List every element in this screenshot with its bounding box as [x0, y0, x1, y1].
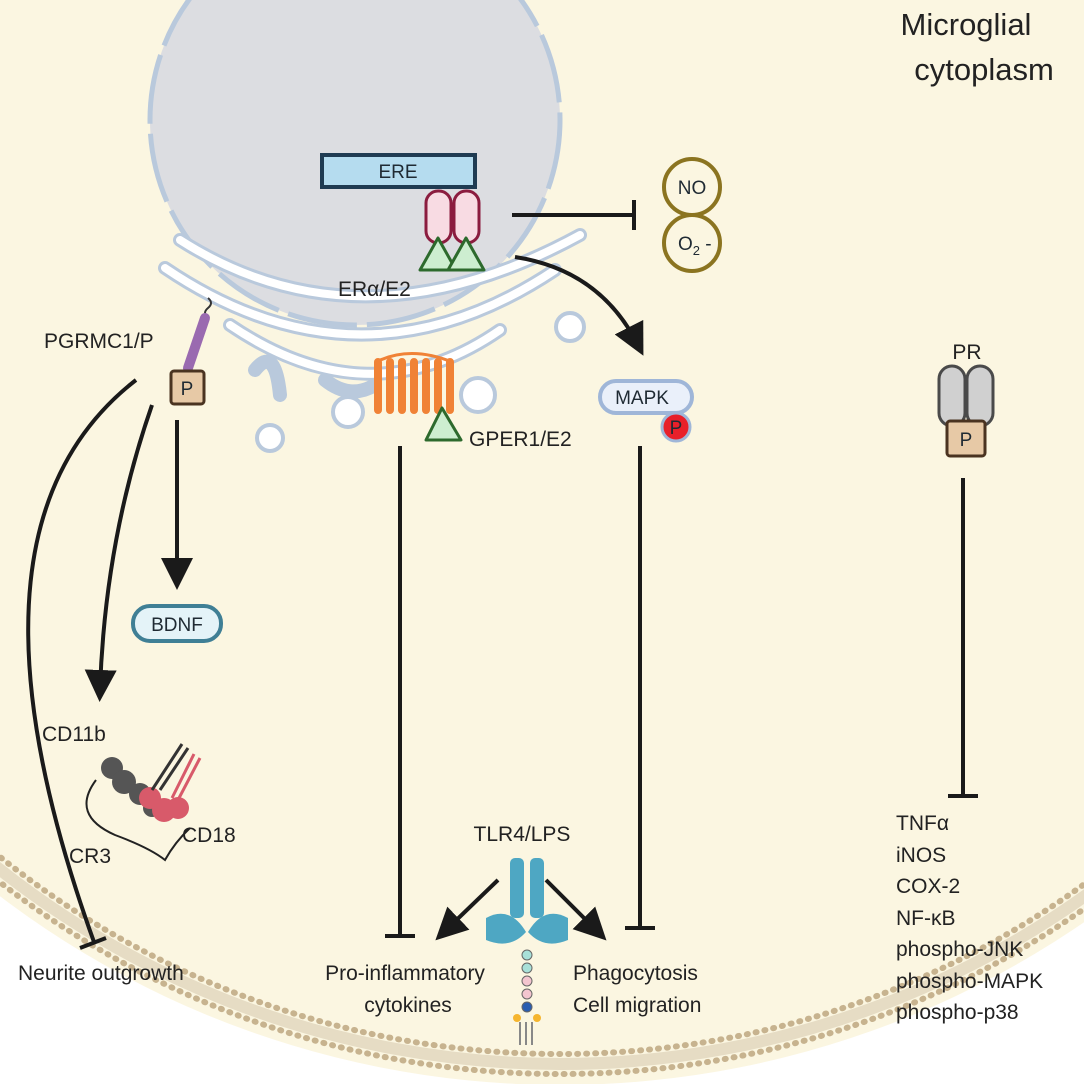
- gper1-receptor: [374, 352, 463, 442]
- mapk-inhibit-phagocytosis: [625, 446, 655, 930]
- pr-targets-list: TNFα iNOS COX-2 NF-κB phospho-JNK phosph…: [896, 812, 1043, 1024]
- er-alpha-dimer: [418, 189, 486, 272]
- tlr4-receptor: [486, 858, 568, 1045]
- estradiol-ligand: [446, 236, 486, 272]
- phagocytosis-label-line2: Cell migration: [573, 994, 701, 1017]
- ere-label: ERE: [378, 162, 417, 183]
- mapk-label: MAPK: [615, 388, 669, 409]
- pgrmc1-receptor: P: [169, 297, 212, 406]
- region-label-line2: cytoplasm: [914, 52, 1054, 87]
- pr-target: phospho-p38: [896, 1001, 1019, 1024]
- ere-element: ERE: [320, 153, 477, 189]
- mapk-node: MAPK P: [598, 379, 694, 443]
- cd11b-label: CD11b: [42, 723, 106, 746]
- phagocytosis-label-line1: Phagocytosis: [573, 962, 698, 985]
- inhibit-ros-arrow: [512, 200, 636, 230]
- er-alpha-label: ERα/E2: [338, 278, 411, 301]
- pr-target: iNOS: [896, 844, 946, 867]
- superoxide-subscript: 2: [693, 243, 700, 258]
- gper1-inhibit-cytokines: [385, 446, 415, 938]
- bdnf-label: BDNF: [151, 615, 203, 636]
- pr-target: TNFα: [896, 812, 949, 835]
- pr-label: PR: [952, 341, 981, 364]
- svg-text:O2 -: O2 -: [678, 234, 712, 258]
- gper1-label: GPER1/E2: [469, 428, 572, 451]
- no-molecule: NO: [662, 157, 722, 217]
- proinflammatory-label-line1: Pro-inflammatory: [325, 962, 485, 985]
- tlr4-label: TLR4/LPS: [474, 823, 571, 846]
- superoxide-charge: -: [700, 234, 712, 255]
- pgrmc1-label: PGRMC1/P: [44, 330, 154, 353]
- estradiol-ligand: [418, 236, 458, 272]
- neurite-outgrowth-label: Neurite outgrowth: [18, 962, 184, 985]
- endoplasmic-reticulum: [158, 228, 587, 453]
- pgrmc1-p-label: P: [181, 379, 194, 400]
- cr3-label: CR3: [69, 845, 111, 868]
- pr-target: phospho-JNK: [896, 938, 1023, 961]
- superoxide-molecule: O2 -: [662, 213, 722, 273]
- pr-target: NF-κB: [896, 907, 956, 930]
- superoxide-label: O: [678, 234, 693, 255]
- proinflammatory-label-line2: cytokines: [364, 994, 452, 1017]
- cr3-integrin: [85, 743, 202, 862]
- pr-p-label: P: [960, 430, 973, 451]
- pgrmc1-inhibit-neurite: [26, 378, 138, 950]
- pr-target: phospho-MAPK: [896, 970, 1043, 993]
- phospho-badge: [660, 411, 692, 443]
- pgrmc1-to-cd11b-arrow: [84, 404, 154, 702]
- pr-receptor: P: [937, 364, 995, 458]
- bdnf-node: BDNF: [131, 604, 223, 643]
- cd18-label: CD18: [182, 824, 236, 847]
- region-label-line1: Microglial: [901, 7, 1032, 42]
- no-label: NO: [678, 178, 707, 199]
- pr-inhibit-targets: [948, 478, 978, 798]
- estradiol-ligand: [424, 406, 463, 442]
- activate-mapk-arrow: [514, 255, 644, 356]
- pr-target: COX-2: [896, 875, 960, 898]
- phospho-label: P: [670, 418, 683, 439]
- tlr4-to-cytokines-arrow: [435, 878, 500, 941]
- tlr4-to-phagocytosis-arrow: [544, 878, 607, 941]
